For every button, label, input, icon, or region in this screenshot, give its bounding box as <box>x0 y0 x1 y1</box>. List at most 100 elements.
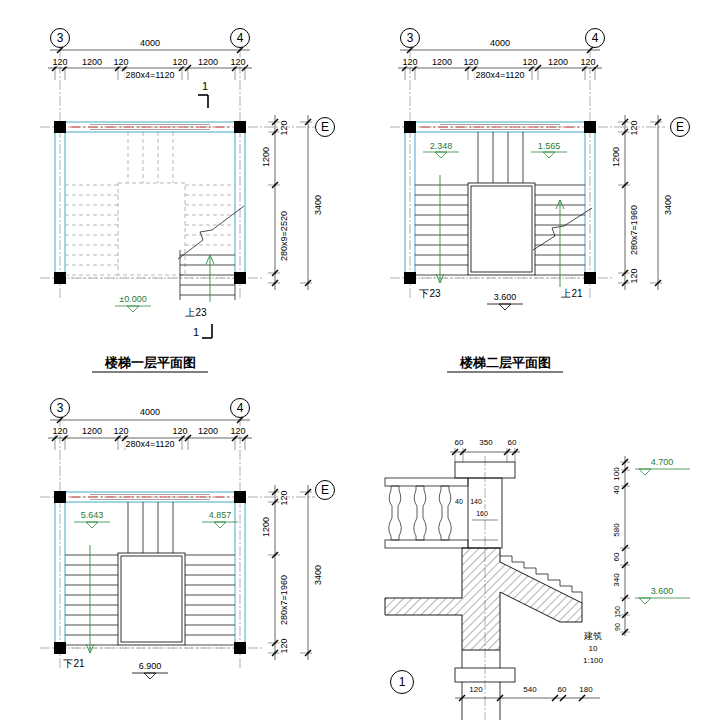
dimension-text: 120 <box>51 427 68 436</box>
stair-tread <box>180 275 235 276</box>
dimension-line <box>398 68 602 69</box>
hidden-tread <box>173 132 174 183</box>
hidden-tread <box>185 235 235 236</box>
railing-line <box>508 132 509 183</box>
axis-number: 4 <box>237 402 244 414</box>
stair-tread <box>65 645 118 646</box>
extension-line <box>235 434 236 450</box>
stair-plan <box>40 417 315 679</box>
extension-line <box>268 502 280 503</box>
hidden-tread <box>65 275 118 276</box>
extension-line <box>65 434 66 450</box>
wall-line <box>235 492 236 653</box>
stair-well <box>121 556 182 642</box>
dimension-tick <box>560 695 566 701</box>
dimension-line <box>50 50 250 51</box>
column <box>584 272 596 284</box>
grid-axis <box>390 127 665 128</box>
hidden-tread <box>143 132 144 183</box>
railing-line <box>158 502 159 553</box>
extension-line <box>268 643 280 644</box>
extension-line <box>618 283 630 284</box>
wall-line <box>235 122 236 283</box>
dimension-text: 3400 <box>314 194 323 216</box>
extension-line <box>300 283 312 284</box>
column <box>54 491 66 503</box>
post-line <box>472 540 498 541</box>
extension-line <box>618 273 630 274</box>
bottom-rail <box>385 540 468 548</box>
wall-line <box>55 492 245 493</box>
stair-tread <box>185 555 235 556</box>
grid-axis <box>240 418 241 670</box>
grid-axis <box>40 648 262 649</box>
dimension-text: 580 <box>613 522 621 537</box>
handrail <box>385 478 468 486</box>
extension-line <box>268 492 280 493</box>
elevation-mark <box>144 673 156 679</box>
dimension-text: 150 <box>614 605 621 619</box>
axis-number: 1 <box>399 676 406 688</box>
stair-steps <box>500 556 582 603</box>
concrete-section <box>385 548 582 650</box>
dimension-line <box>48 438 252 439</box>
extension-line <box>268 555 280 556</box>
dimension-text: 1200 <box>612 146 621 168</box>
hidden-tread <box>65 255 118 256</box>
axis-number: 4 <box>237 32 244 44</box>
handrail-cap <box>455 462 515 478</box>
walk-arrow <box>560 200 561 287</box>
extension-line <box>620 462 630 463</box>
grid-axis-bubble: 3 <box>50 28 70 48</box>
stair-edge <box>235 283 236 300</box>
dimension-text: 280x4=1120 <box>474 71 525 80</box>
dimension-text: 120 <box>112 427 129 436</box>
section-mark <box>207 95 209 108</box>
title-underline <box>92 372 208 373</box>
grid-axis-bubble: 3 <box>400 28 420 48</box>
extension-line <box>507 448 508 462</box>
extension-line <box>268 132 280 133</box>
hidden-tread <box>185 215 235 216</box>
dimension-text: 1200 <box>81 427 103 436</box>
baluster <box>414 486 427 540</box>
elevation-mark <box>127 306 139 312</box>
dimension-text: 120 <box>171 427 188 436</box>
dimension-line <box>308 115 309 290</box>
walk-arrow <box>210 255 211 302</box>
grid-axis <box>60 418 61 670</box>
elevation-mark <box>639 598 651 604</box>
opening-line <box>65 278 235 279</box>
grid-axis-bubble: 4 <box>585 28 605 48</box>
plan-title: 楼梯二层平面图 <box>459 356 552 369</box>
dimension-line <box>400 50 600 51</box>
break-line <box>533 208 592 250</box>
stair-tread <box>415 225 468 226</box>
hidden-tread <box>185 225 235 226</box>
stair-well <box>468 183 535 275</box>
wall-line <box>245 122 246 283</box>
dimension-text: 540 <box>522 686 537 694</box>
dimension-line <box>275 485 276 660</box>
extension-line <box>618 122 630 123</box>
elevation-mark <box>499 304 511 310</box>
hidden-tread <box>65 185 118 186</box>
window-line <box>90 129 210 130</box>
hidden-tread <box>185 195 235 196</box>
section-mark <box>211 324 213 338</box>
grid-axis-bubble: E <box>315 480 335 500</box>
stair-tread <box>65 595 118 596</box>
dimension-text: 140 <box>469 498 483 505</box>
dimension-line <box>308 485 309 660</box>
dimension-text: 90 <box>614 622 621 632</box>
dimension-tick <box>459 695 465 701</box>
stair-tread <box>65 605 118 606</box>
stair-tread <box>415 185 468 186</box>
stair-tread <box>185 575 235 576</box>
stair-plan <box>390 47 665 310</box>
stair-tread <box>535 195 585 196</box>
arrow-head <box>436 274 444 283</box>
extension-line <box>620 470 630 471</box>
dimension-text: 340 <box>613 572 621 587</box>
